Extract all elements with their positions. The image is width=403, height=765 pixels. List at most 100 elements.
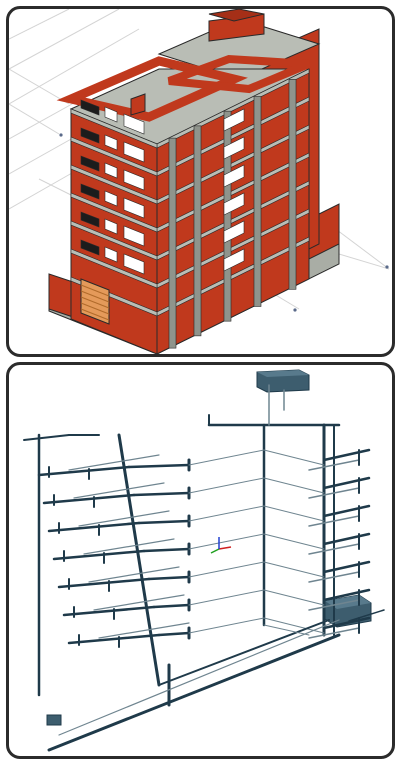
- stair-opening: [223, 108, 245, 132]
- stair-opening: [223, 192, 245, 216]
- column: [168, 137, 177, 349]
- window: [104, 190, 118, 207]
- branch-pipe: [62, 605, 156, 617]
- entrance-door: [80, 278, 110, 325]
- window: [123, 197, 145, 219]
- branch-pipe: [132, 491, 191, 497]
- axis-gizmo: [210, 537, 232, 554]
- branch-pipe: [127, 463, 191, 469]
- cross-pipe: [263, 477, 325, 494]
- balcony: [80, 99, 100, 116]
- branch-pipe: [42, 493, 136, 505]
- cross-pipe: [188, 561, 265, 578]
- rooftop-water-tank: [256, 369, 310, 393]
- dimension-markers: [59, 133, 389, 312]
- cross-pipe: [263, 449, 325, 466]
- building-windows: [104, 106, 245, 275]
- window: [104, 218, 118, 235]
- branch-pipe: [73, 482, 165, 499]
- column: [223, 110, 232, 322]
- branch-pipe: [78, 510, 170, 527]
- window: [123, 169, 145, 191]
- cross-pipe: [188, 533, 265, 550]
- cross-pipe: [188, 617, 265, 634]
- floor-band: [70, 108, 158, 149]
- window: [123, 253, 145, 275]
- branch-pipe: [308, 627, 360, 639]
- riser-pipe: [117, 433, 161, 687]
- branch-pipe: [152, 603, 191, 609]
- branch-pipe: [57, 577, 151, 589]
- stair-opening: [223, 164, 245, 188]
- branch-pipe: [52, 549, 146, 561]
- branch-pipe: [137, 519, 191, 525]
- balcony: [80, 183, 100, 200]
- floor-band: [70, 136, 158, 177]
- roof-parapet-right: [167, 54, 311, 94]
- window: [123, 141, 145, 163]
- branch-pipe: [83, 538, 175, 555]
- branch-pipe: [322, 616, 371, 630]
- branch-pipe: [322, 532, 371, 546]
- cross-pipe: [188, 505, 265, 522]
- branch-pipe: [322, 476, 371, 490]
- branch-pipe: [147, 575, 191, 581]
- branch-pipe: [37, 465, 131, 477]
- branch-pipe: [308, 459, 360, 471]
- branch-pipe: [308, 543, 360, 555]
- stair-opening: [223, 248, 245, 272]
- cross-pipe: [188, 589, 265, 606]
- branch-pipe: [308, 487, 360, 499]
- branch-pipe: [322, 588, 371, 602]
- pipe: [348, 609, 385, 622]
- window: [104, 162, 118, 179]
- branch-pipe: [88, 566, 180, 583]
- sewer-main: [58, 619, 340, 736]
- cross-pipe: [188, 449, 265, 466]
- branch-pipe: [93, 594, 185, 611]
- roof-parapet: [56, 56, 248, 122]
- entrance-door-slats: [80, 284, 110, 321]
- branch-pipe: [322, 448, 371, 462]
- sewer-main: [47, 633, 341, 752]
- branch-pipe: [157, 631, 191, 637]
- collector-pipe: [158, 619, 330, 686]
- branch-pipe: [322, 560, 371, 574]
- floor-band: [70, 192, 158, 233]
- plumbing-model-view: [23, 369, 385, 752]
- cross-pipe: [263, 505, 325, 522]
- cross-pipe: [188, 477, 265, 494]
- floor-band: [70, 248, 158, 289]
- building-model-panel: [6, 6, 395, 357]
- branch-pipe: [47, 521, 141, 533]
- balcony: [80, 155, 100, 172]
- window: [123, 113, 145, 135]
- window: [104, 106, 118, 123]
- stair-core-top: [208, 9, 265, 22]
- window: [104, 246, 118, 263]
- branch-pipe: [68, 454, 160, 471]
- branch-pipe: [308, 599, 360, 611]
- cross-pipe: [263, 589, 325, 606]
- window: [123, 225, 145, 247]
- column: [253, 96, 262, 307]
- pump-unit: [46, 714, 62, 726]
- branch-pipe: [98, 622, 190, 639]
- balcony: [80, 211, 100, 228]
- branch-pipe: [67, 633, 161, 645]
- cross-pipe: [263, 561, 325, 578]
- balcony: [80, 127, 100, 144]
- stair-opening: [223, 136, 245, 160]
- branch-pipe: [308, 571, 360, 583]
- building-balconies: [80, 99, 100, 256]
- pipe: [263, 624, 310, 636]
- floor-band: [70, 164, 158, 205]
- balcony: [80, 239, 100, 256]
- branch-pipe: [322, 504, 371, 518]
- stair-opening: [223, 220, 245, 244]
- building-model-view: [9, 9, 390, 354]
- window: [104, 134, 118, 151]
- branch-pipe: [308, 515, 360, 527]
- cross-pipe: [263, 533, 325, 550]
- branch-pipe: [142, 547, 191, 553]
